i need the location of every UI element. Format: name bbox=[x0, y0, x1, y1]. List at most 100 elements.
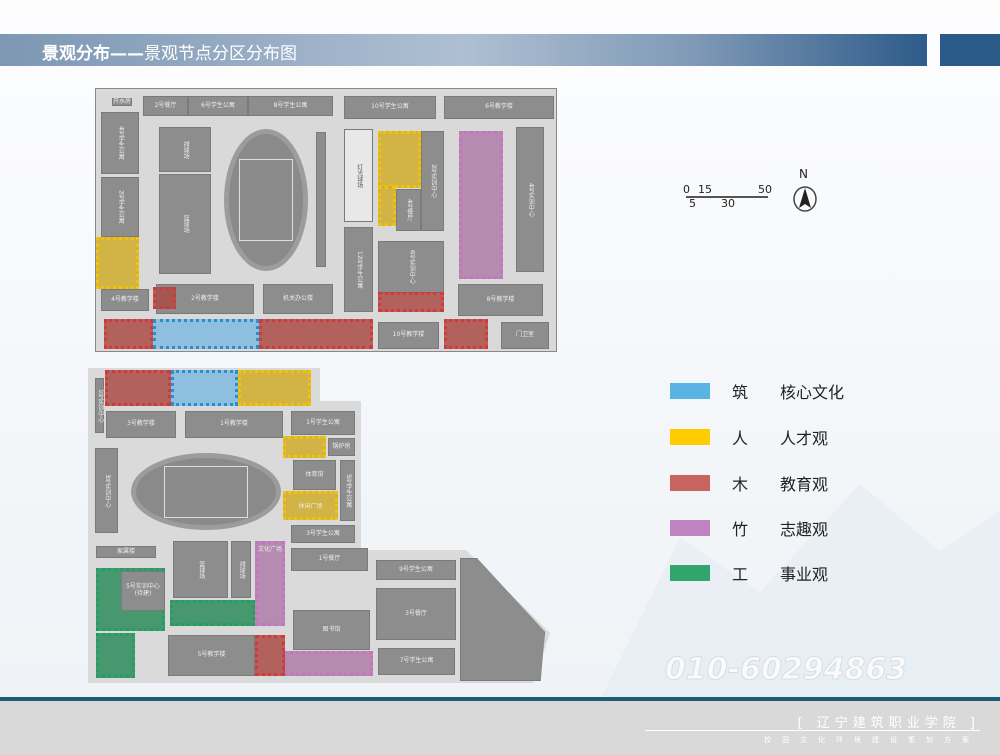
building: 1号餐厅 bbox=[291, 548, 368, 571]
building: 1号实训中心 bbox=[95, 378, 104, 433]
zone-core-culture bbox=[153, 319, 259, 349]
plaza-triangle bbox=[460, 558, 545, 681]
zone-education bbox=[104, 319, 153, 349]
lit-court: 灯光球场 bbox=[344, 129, 373, 222]
page-title: 景观分布——景观节点分区分布图 bbox=[42, 39, 297, 64]
running-track bbox=[224, 129, 308, 271]
basketball-court: 篮球场 bbox=[159, 174, 211, 274]
library: 图书馆 bbox=[293, 610, 370, 650]
legend-label: 事业观 bbox=[780, 565, 829, 584]
legend-swatch bbox=[670, 475, 710, 491]
building bbox=[316, 132, 326, 267]
building: 8号学生公寓 bbox=[248, 96, 333, 116]
zone-interest bbox=[459, 131, 503, 279]
building: 机关办公楼 bbox=[263, 284, 333, 314]
zone-education bbox=[153, 287, 176, 309]
building: 4号实训中心 bbox=[516, 127, 544, 272]
building: 3号学生公寓 bbox=[291, 525, 355, 543]
building: 6号学生公寓 bbox=[188, 96, 248, 116]
building: 1号教学楼 bbox=[185, 411, 283, 438]
compass-icon bbox=[793, 186, 817, 212]
legend-char: 人 bbox=[732, 429, 749, 448]
legend-label: 教育观 bbox=[780, 475, 829, 494]
building: 锅炉房 bbox=[328, 438, 355, 456]
zone-education bbox=[259, 319, 373, 349]
building: 6号教学楼 bbox=[444, 96, 554, 119]
watermark: 010-60294863 bbox=[664, 652, 908, 688]
footer-subtitle: 校园文化环境建设策划方案 bbox=[764, 736, 980, 744]
campus-map-north: 开水房 2号餐厅 6号学生公寓 8号学生公寓 10号学生公寓 6号教学楼 4号学… bbox=[95, 88, 557, 352]
scale-tick: 50 bbox=[758, 183, 772, 196]
zone-talent bbox=[238, 370, 311, 406]
legend-item: 筑 核心文化 bbox=[670, 381, 845, 402]
legend-item: 人人才观 bbox=[670, 427, 828, 448]
gymnasium: 体育馆 bbox=[293, 460, 336, 490]
legend-char: 竹 bbox=[732, 520, 749, 539]
map-label: 开水房 bbox=[112, 97, 132, 106]
title-sub: 景观节点分区分布图 bbox=[144, 44, 297, 64]
volleyball-court: 排球场 bbox=[159, 127, 211, 172]
legend-char: 筑 bbox=[732, 383, 749, 402]
footer-rule bbox=[645, 730, 980, 731]
building: 10号学生公寓 bbox=[344, 96, 436, 119]
footer-divider bbox=[0, 697, 1000, 701]
legend-item: 竹 志趣观 bbox=[670, 518, 829, 539]
building: 5号学生公寓 bbox=[340, 460, 355, 521]
zone-education bbox=[378, 292, 444, 312]
scale-line bbox=[686, 196, 768, 198]
leisure-plaza: 休闲广场 bbox=[283, 491, 338, 520]
legend-swatch bbox=[670, 565, 710, 581]
building: 3号教学楼 bbox=[106, 411, 176, 438]
legend-label: 核心文化 bbox=[780, 383, 845, 402]
building: 5号实训中心(待建) bbox=[121, 571, 165, 611]
basketball-court: 篮球场 bbox=[173, 541, 228, 598]
legend-char: 木 bbox=[732, 475, 749, 494]
zone-interest bbox=[283, 651, 373, 676]
building: 3号实训中心 bbox=[95, 448, 118, 533]
zone-career bbox=[170, 600, 255, 626]
legend-item: 木 教育观 bbox=[670, 473, 829, 494]
zone-core-culture bbox=[171, 370, 238, 406]
building: 4号学生公寓 bbox=[101, 112, 139, 174]
zone-talent bbox=[283, 436, 326, 458]
volleyball-court: 排球场 bbox=[231, 541, 251, 598]
zone-talent bbox=[378, 131, 421, 188]
scale-tick: 0 bbox=[683, 183, 690, 196]
building: 5号教学楼 bbox=[168, 635, 255, 676]
building: 8号教学楼 bbox=[458, 284, 543, 316]
legend-swatch bbox=[670, 520, 710, 536]
legend-item: 工 事业观 bbox=[670, 563, 829, 584]
building: 12号学生公寓 bbox=[344, 227, 373, 312]
scale-tick: 30 bbox=[721, 197, 735, 210]
header-accent bbox=[940, 34, 1000, 66]
building: 10号教学楼 bbox=[378, 322, 439, 349]
building: 3号餐厅 bbox=[376, 588, 456, 640]
building: 7号学生公寓 bbox=[378, 648, 455, 675]
footer bbox=[0, 701, 1000, 755]
building: 门卫室 bbox=[501, 322, 549, 349]
header-bar bbox=[0, 34, 927, 66]
building: 2号餐厅 bbox=[143, 96, 188, 116]
building: 2号实训中心 bbox=[421, 131, 444, 231]
title-main: 景观分布—— bbox=[42, 44, 144, 64]
scale-tick: 5 bbox=[689, 197, 696, 210]
campus-map-south: 1号实训中心 3号教学楼 1号教学楼 1号学生公寓 锅炉房 3号实训中心 体育馆… bbox=[88, 368, 553, 690]
legend-swatch bbox=[670, 383, 710, 399]
zone-education bbox=[444, 319, 488, 349]
north-arrow: N bbox=[790, 167, 820, 217]
running-track bbox=[131, 453, 281, 530]
legend-char: 工 bbox=[732, 565, 749, 584]
culture-plaza: 文化广场 bbox=[255, 541, 285, 626]
footer-school-name: [ 辽宁建筑职业学院 ] bbox=[797, 716, 980, 731]
north-label: N bbox=[799, 167, 808, 181]
zone-education bbox=[105, 370, 171, 406]
building: 2号学生公寓 bbox=[101, 177, 139, 237]
zone-education bbox=[255, 635, 285, 676]
scale-tick: 15 bbox=[698, 183, 712, 196]
building: 家属楼 bbox=[96, 546, 156, 558]
building: 1号学生公寓 bbox=[291, 411, 355, 435]
zone-talent bbox=[96, 237, 139, 289]
legend-label: 志趣观 bbox=[780, 520, 829, 539]
zone-career bbox=[96, 633, 135, 678]
building: 6号实训中心 bbox=[378, 241, 444, 293]
